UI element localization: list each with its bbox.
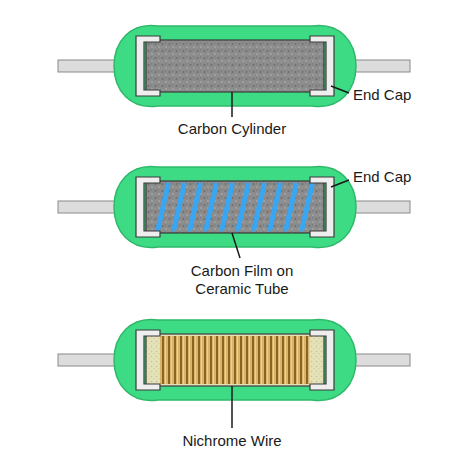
illustration-part xyxy=(231,386,233,428)
film-spiral xyxy=(238,185,248,229)
illustration-part xyxy=(331,86,349,93)
resistor-body xyxy=(114,25,356,106)
end-cap xyxy=(136,177,160,237)
resistor-body xyxy=(114,319,356,400)
nichrome-coil xyxy=(160,336,310,384)
resistor-wire xyxy=(58,319,410,400)
resistor-body xyxy=(114,166,356,247)
illustration-part xyxy=(231,92,233,117)
film-spiral xyxy=(190,185,200,229)
resistive-core xyxy=(146,181,324,233)
film-spiral xyxy=(270,185,280,229)
part-label: End Cap xyxy=(353,86,463,104)
illustration-part xyxy=(232,233,240,258)
resistive-core xyxy=(146,334,324,386)
illustration-part xyxy=(58,25,410,400)
part-label: End Cap xyxy=(353,168,463,186)
film-spiral xyxy=(222,185,232,229)
end-cap xyxy=(310,330,334,390)
part-label: Carbon Cylinder xyxy=(157,120,307,138)
film-spiral xyxy=(206,185,216,229)
film-spiral xyxy=(254,185,264,229)
film-spiral xyxy=(174,185,184,229)
film-spiral xyxy=(286,185,296,229)
resistive-core xyxy=(146,40,324,92)
end-cap xyxy=(310,177,334,237)
illustration-part xyxy=(331,180,349,187)
part-label: Nichrome Wire xyxy=(157,432,307,450)
part-label: Carbon Film on Ceramic Tube xyxy=(167,262,317,298)
end-cap xyxy=(136,36,160,96)
leader-lines xyxy=(232,86,349,428)
film-spiral xyxy=(302,185,312,229)
film-spiral xyxy=(158,185,168,229)
end-cap xyxy=(136,330,160,390)
end-cap xyxy=(310,36,334,96)
